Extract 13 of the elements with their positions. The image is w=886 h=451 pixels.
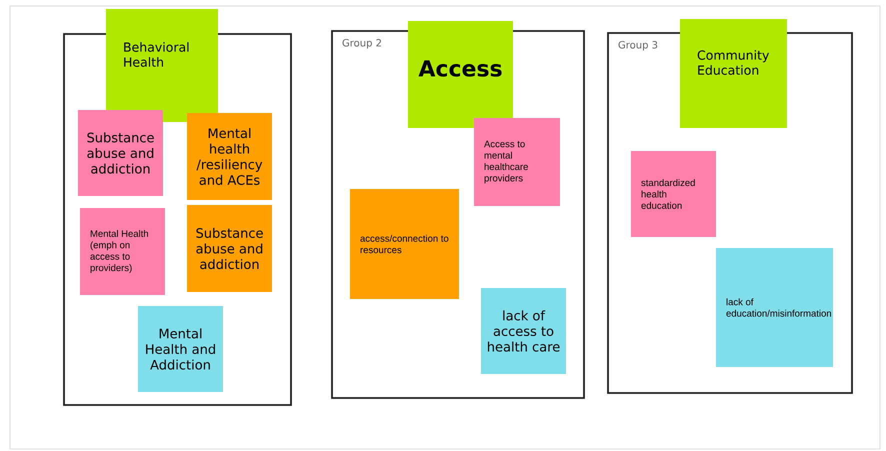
sticky-note: Substance abuse and addiction (187, 205, 272, 292)
sticky-note: Access (408, 21, 513, 128)
sticky-note: Substance abuse and addiction (78, 110, 163, 196)
sticky-note: standardized health education (631, 151, 716, 237)
sticky-note: lack of access to health care (481, 288, 566, 374)
sticky-note: Community Education (680, 19, 787, 128)
sticky-note: Access to mental healthcare providers (474, 118, 560, 206)
sticky-note: Mental Health and Addiction (138, 306, 223, 392)
sticky-note: Mental Health (emph on access to providers) (80, 208, 165, 295)
sticky-note: Mental health /resiliency and ACEs (187, 113, 272, 200)
sticky-note: access/connection to resources (350, 189, 459, 299)
sticky-note: lack of education/misinformation (716, 248, 833, 367)
sticky-note: Behavioral Health (106, 9, 218, 122)
